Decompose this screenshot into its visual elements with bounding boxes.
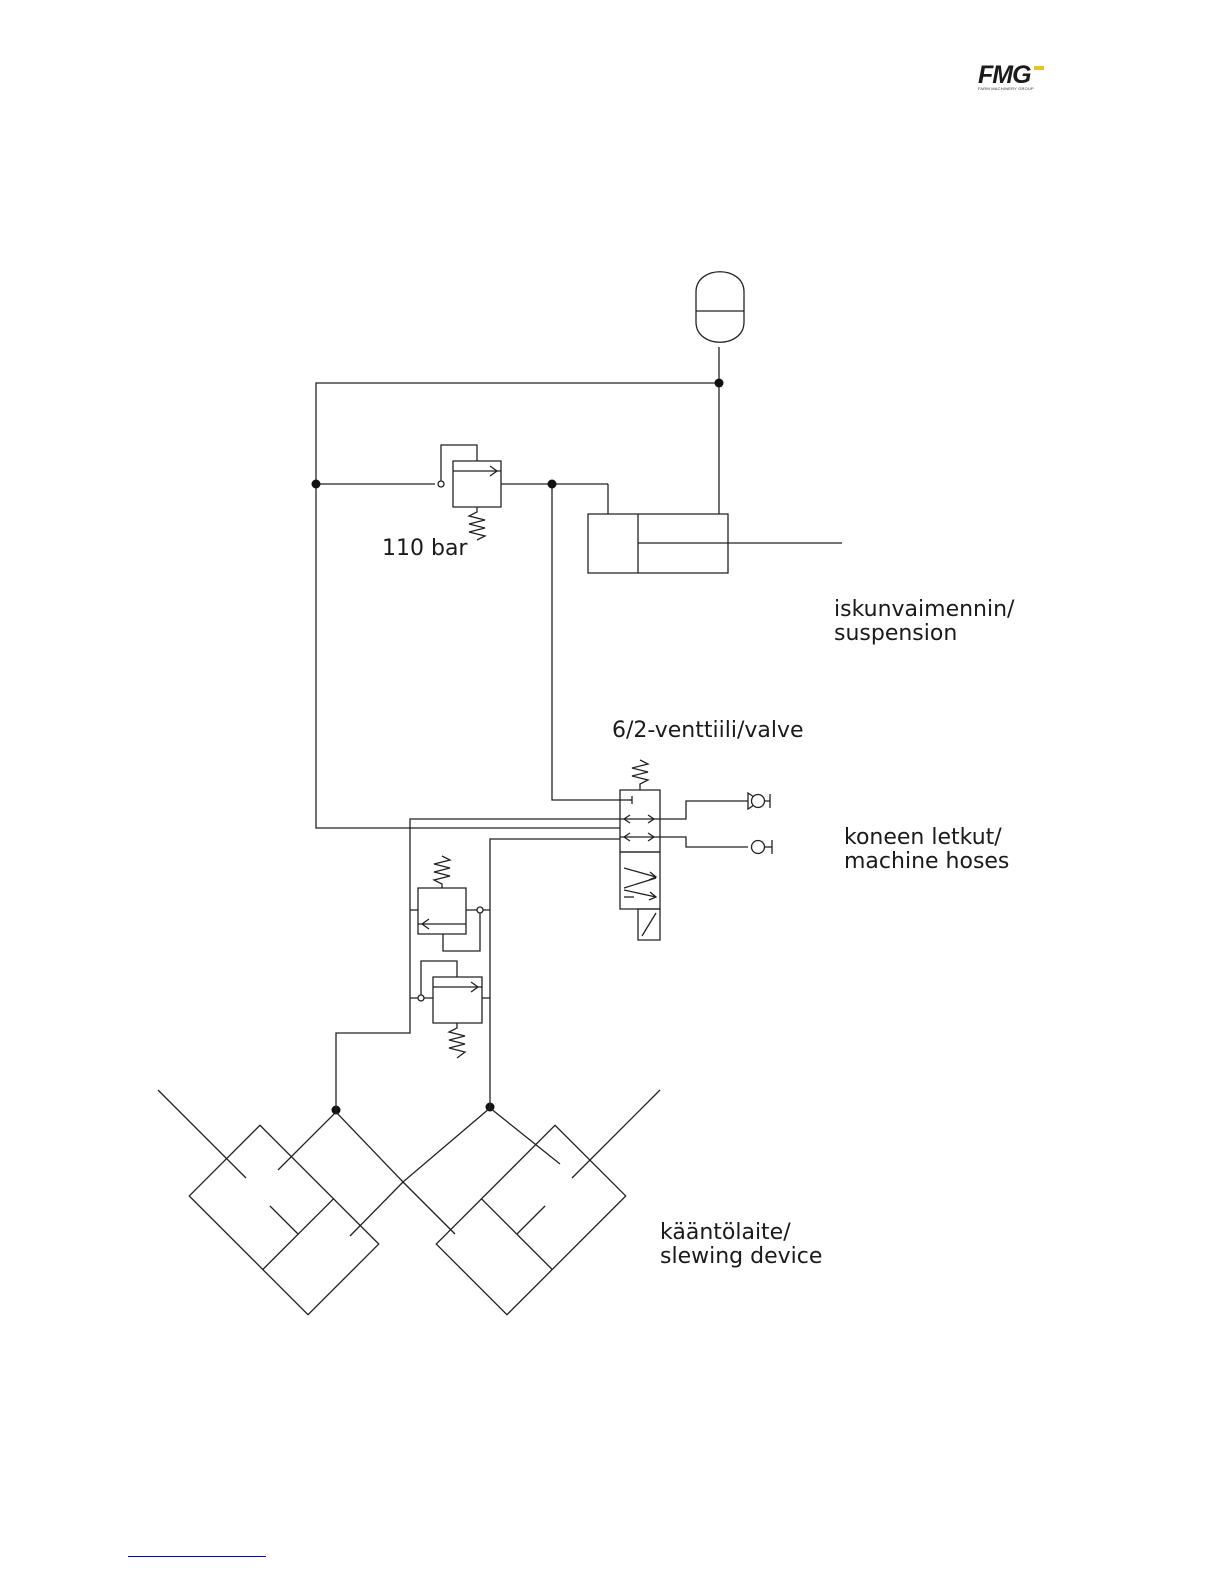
hoses-label-fi: koneen letkut/ (844, 826, 1002, 850)
footer-rule (128, 1556, 266, 1557)
hoses-label-en: machine hoses (844, 850, 1009, 874)
slewing-device (158, 1090, 660, 1315)
relief-pressure-label: 110 bar (382, 537, 467, 561)
suspension-cylinder (588, 514, 842, 573)
accumulator (696, 272, 744, 383)
suspension-lines (316, 383, 719, 828)
slewing-lines (336, 819, 620, 1110)
directional-valve-6-2 (620, 760, 660, 940)
valve-label: 6/2-venttiili/valve (612, 719, 804, 743)
relief-valve-slewing-upper (418, 856, 483, 951)
suspension-label-en: suspension (834, 622, 957, 646)
machine-hose-couplings (660, 793, 772, 854)
slewing-cylinder-left (189, 1125, 379, 1315)
relief-valve-slewing-lower (418, 961, 482, 1058)
slewing-label-en: slewing device (660, 1245, 822, 1269)
junction-dots (312, 379, 724, 1115)
relief-valve-110bar (438, 445, 501, 540)
suspension-label-fi: iskunvaimennin/ (834, 598, 1014, 622)
slewing-label-fi: kääntölaite/ (660, 1221, 791, 1245)
slewing-cylinder-right (436, 1125, 626, 1315)
